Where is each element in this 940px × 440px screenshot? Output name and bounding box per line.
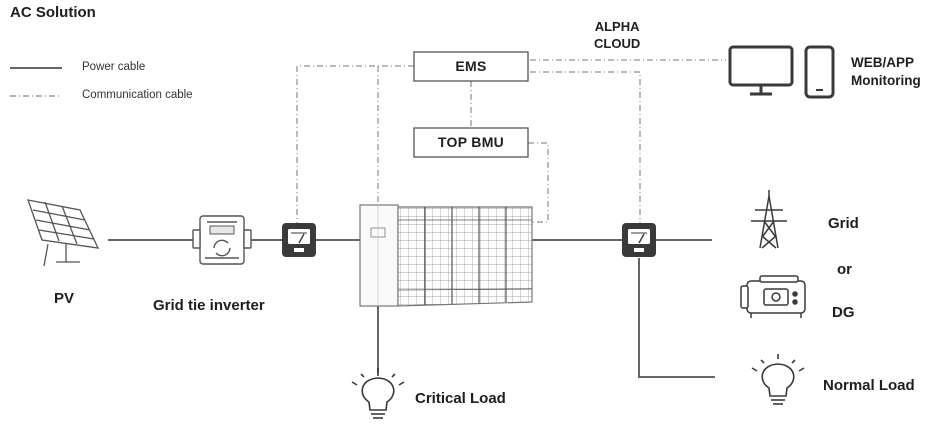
alpha-cloud-label: ALPHA CLOUD bbox=[594, 19, 641, 51]
power-cables bbox=[108, 239, 715, 378]
inverter-label: Grid tie inverter bbox=[153, 297, 265, 314]
monitor-icon bbox=[728, 45, 794, 96]
communication-cables bbox=[296, 59, 726, 224]
dg-label: DG bbox=[832, 304, 855, 321]
ems-label: EMS bbox=[455, 58, 487, 74]
page-title: AC Solution bbox=[10, 4, 96, 21]
monitoring-label: WEB/APP Monitoring bbox=[851, 55, 921, 88]
ems-box bbox=[413, 51, 529, 82]
legend-comm-label: Communication cable bbox=[82, 89, 193, 101]
solar-panel-icon bbox=[27, 199, 100, 267]
meter-icon bbox=[282, 223, 316, 257]
grid-label: Grid bbox=[828, 215, 859, 232]
transmission-tower-icon bbox=[751, 190, 787, 249]
legend-power-label: Power cable bbox=[82, 61, 146, 73]
light-bulb-icon bbox=[351, 368, 405, 419]
normal-load-label: Normal Load bbox=[823, 377, 915, 394]
inverter-icon bbox=[192, 215, 252, 265]
pv-label: PV bbox=[54, 290, 75, 307]
battery-cabinet-icon bbox=[359, 204, 533, 307]
top-bmu-box bbox=[413, 127, 529, 158]
light-bulb-icon bbox=[751, 354, 805, 405]
generator-icon bbox=[740, 275, 806, 318]
phone-icon bbox=[804, 45, 835, 99]
top-bmu-label: TOP BMU bbox=[437, 134, 505, 150]
meter-icon bbox=[622, 223, 656, 257]
critical-load-label: Critical Load bbox=[415, 390, 506, 407]
or-label: or bbox=[837, 261, 852, 278]
